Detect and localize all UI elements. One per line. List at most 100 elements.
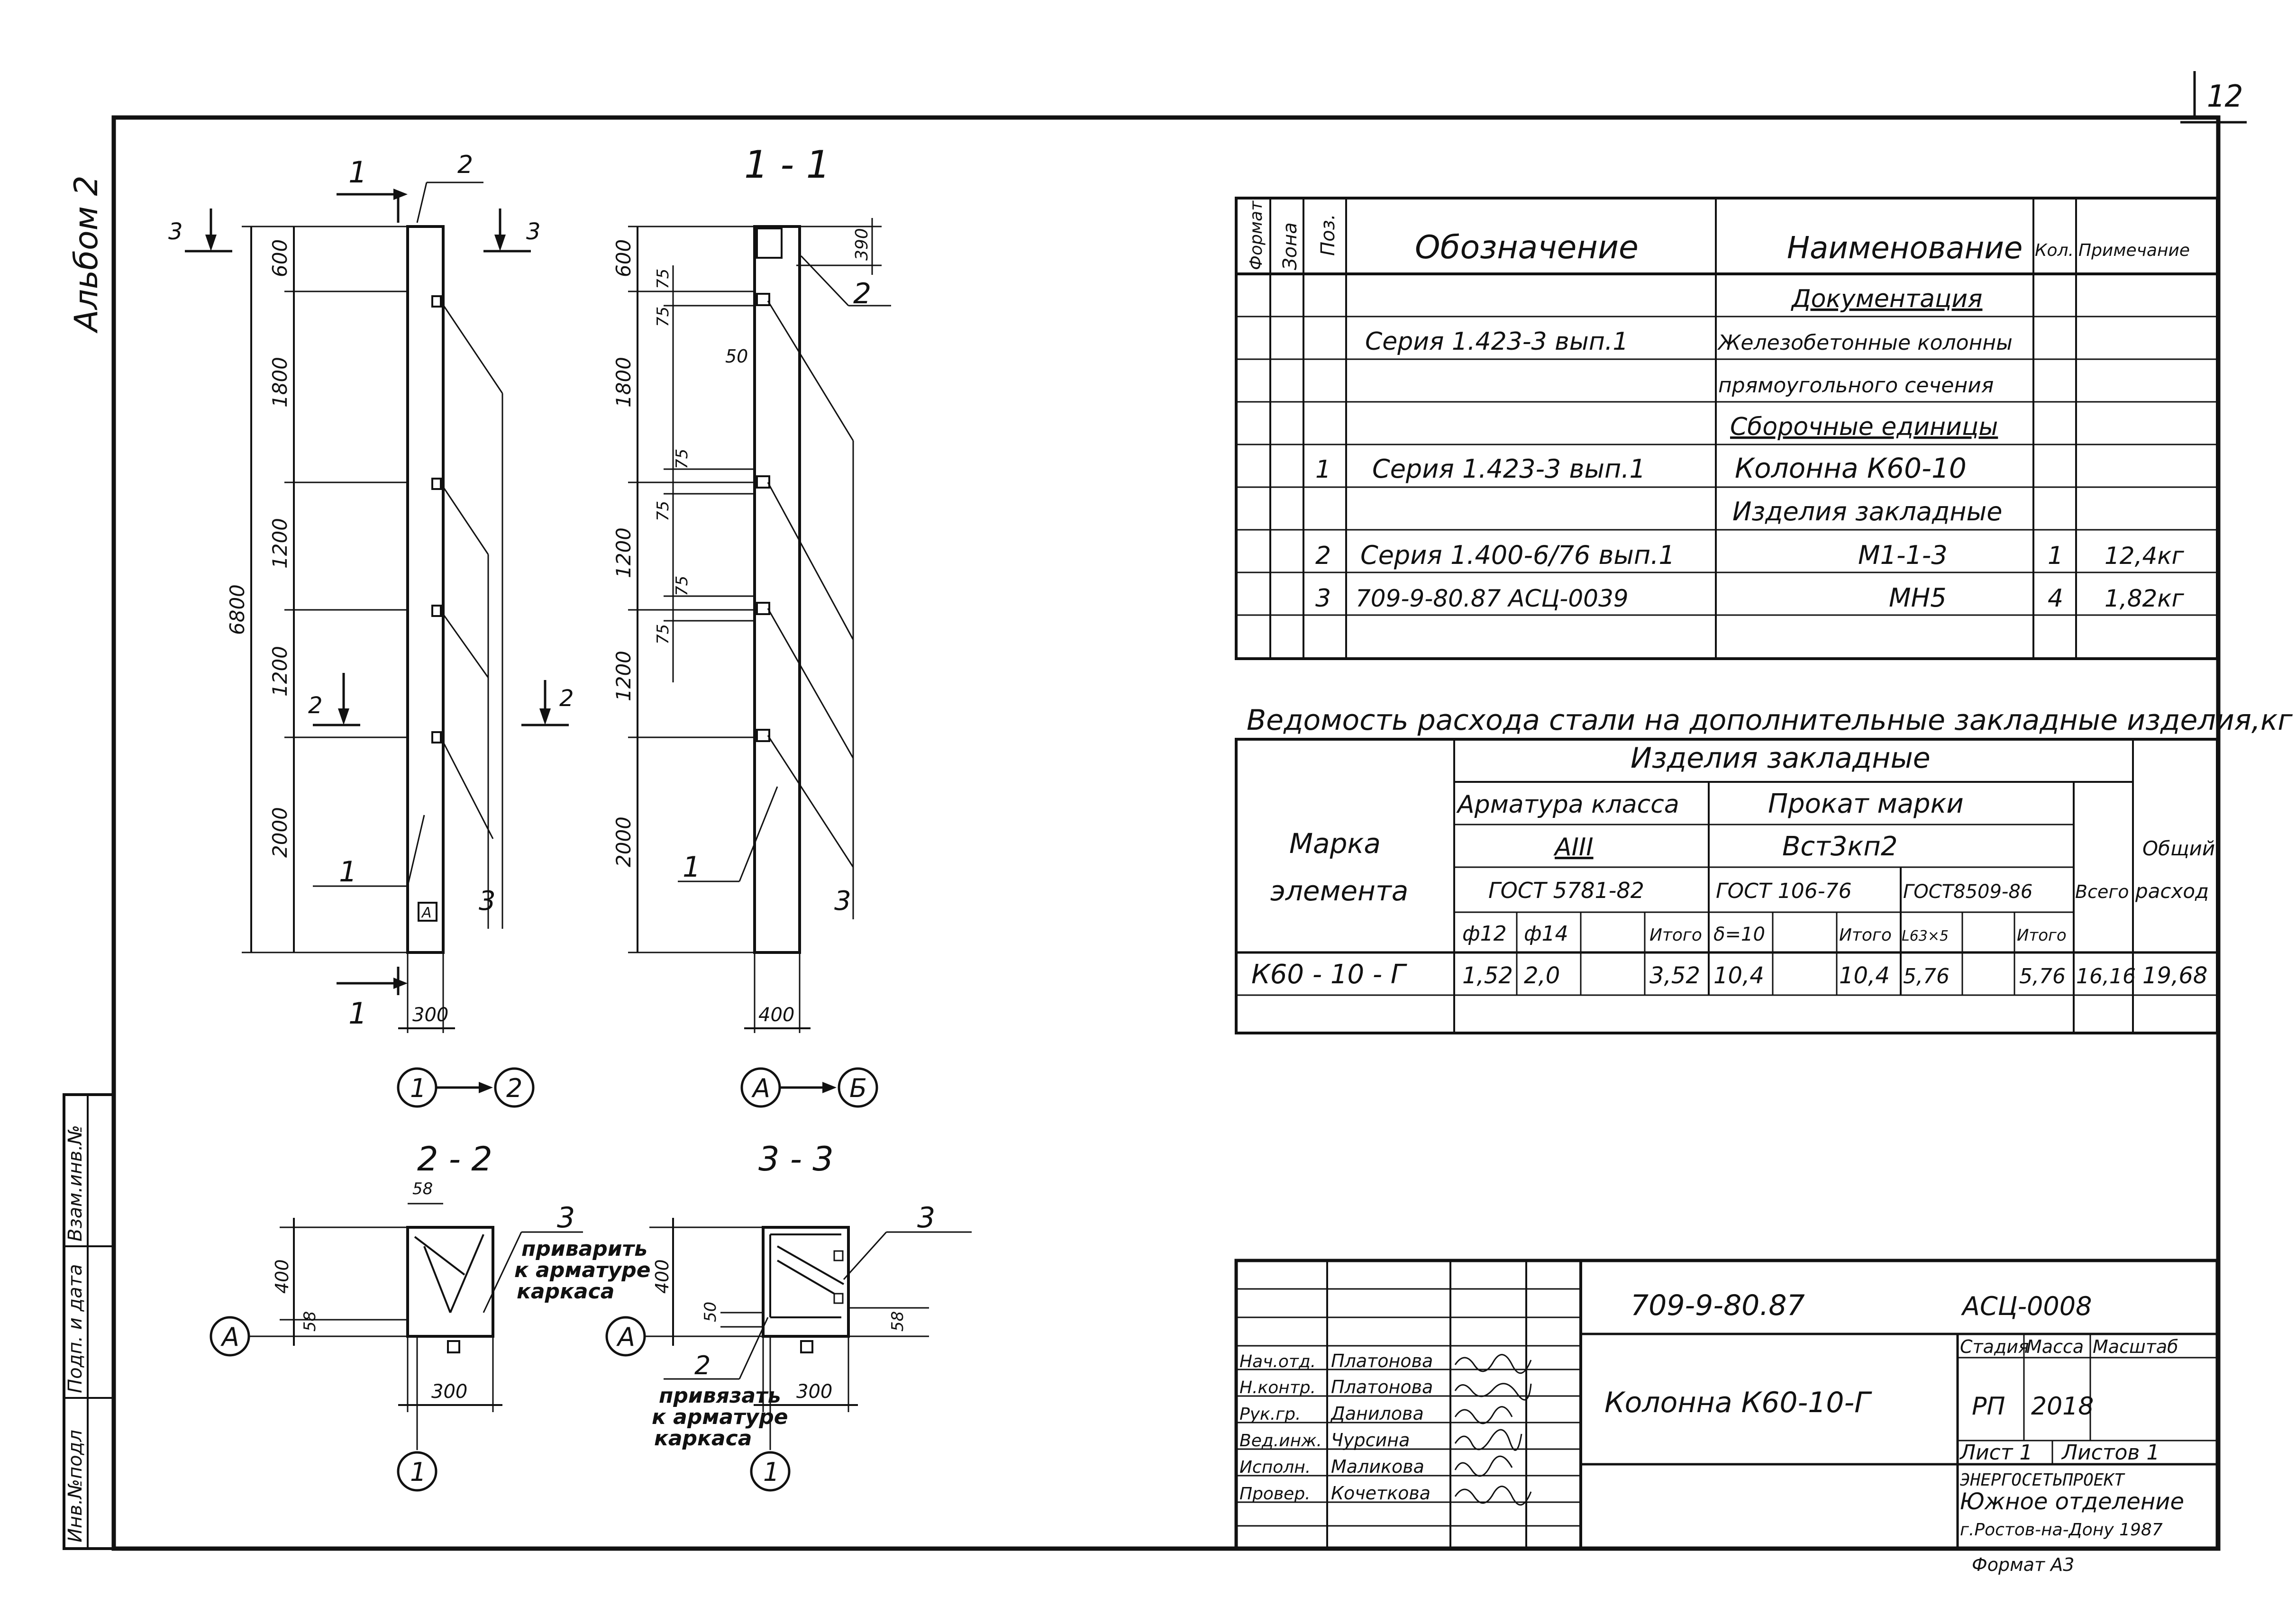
- front-dim-1200b: 1200: [268, 646, 292, 697]
- s11-dim-75c: 75: [673, 449, 692, 469]
- cut1-bottom: 1: [348, 996, 367, 1031]
- s22-note-3: каркаса: [517, 1279, 614, 1304]
- steel-v4: 10,4: [1713, 962, 1764, 989]
- s33-width: 300: [796, 1381, 832, 1403]
- spec-table: Формат Зона Поз. Обозначение Наименовани…: [1235, 197, 2219, 660]
- stamp-replace-label: Взам.инв.№: [64, 1125, 86, 1242]
- steel-v6: 10,4: [1839, 962, 1890, 989]
- steel-sub-f14: ф14: [1524, 922, 1568, 946]
- steel-armatura-gost: ГОСТ 5781-82: [1488, 878, 1644, 903]
- title-block: 709-9-80.87 АСЦ-0008 Колонна К60-10-Г Ст…: [1234, 1259, 2219, 1575]
- spec-r6-desig: Серия 1.400-6/76 вып.1: [1360, 540, 1675, 570]
- tb-person-4: Маликова: [1331, 1456, 1424, 1477]
- s11-pos2: 2: [853, 277, 871, 310]
- steel-prokat-mark: Вст3кп2: [1782, 831, 1898, 862]
- s33-pos2: 2: [694, 1351, 711, 1380]
- steel-sub-itogo1: Итого: [1649, 925, 1702, 945]
- s22-axis-1: 1: [410, 1457, 426, 1487]
- s11-width: 400: [758, 1004, 794, 1026]
- tb-person-5: Кочеткова: [1331, 1483, 1430, 1504]
- s11-dim-1800: 1800: [612, 357, 635, 408]
- front-view: А 600 1800 1200 1200 2000 6800 300 1 1: [168, 151, 574, 1108]
- steel-sub-itogo3: Итого: [2017, 926, 2067, 945]
- tb-sheet: Лист 1: [1959, 1441, 2032, 1465]
- steel-group: Изделия закладные: [1631, 742, 1931, 775]
- tb-role-3: Вед.инж.: [1239, 1431, 1322, 1451]
- s11-dim-75a: 75: [654, 269, 673, 289]
- stamp-sign-label: Подп. и дата: [64, 1264, 86, 1393]
- steel-armatura: Арматура класса: [1456, 790, 1679, 819]
- s33-dim-50: 50: [701, 1302, 720, 1322]
- s33-pos3: 3: [917, 1201, 935, 1234]
- s11-axis-a: А: [751, 1073, 770, 1103]
- tb-role-2: Рук.гр.: [1239, 1405, 1301, 1424]
- section-1-1: 1 - 1 600 1800 1200 1200 2000 75 75 75 7…: [612, 143, 891, 1108]
- spec-r5-name: Изделия закладные: [1732, 497, 2002, 526]
- spec-h-pos: Поз.: [1317, 214, 1339, 256]
- section-2-2: 2 - 2 400 58 58 300 3 приварить к армату…: [210, 1140, 651, 1492]
- front-width: 300: [412, 1004, 448, 1026]
- front-dim-1200a: 1200: [268, 518, 292, 569]
- s11-dim-75b: 75: [654, 307, 673, 327]
- signature-4: [1454, 1455, 1513, 1477]
- signature-1: [1454, 1383, 1532, 1401]
- s22-dim-58a: 58: [412, 1179, 433, 1198]
- steel-sub-d10: δ=10: [1713, 924, 1765, 945]
- spec-r7-pos: 3: [1315, 584, 1331, 613]
- steel-v11: 19,68: [2142, 962, 2207, 989]
- s22-pos3: 3: [557, 1201, 575, 1234]
- s11-axis-b: Б: [849, 1073, 867, 1103]
- tb-code: 709-9-80.87: [1631, 1289, 1805, 1322]
- s33-dim-58: 58: [888, 1311, 907, 1332]
- tb-name: Колонна К60-10-Г: [1604, 1386, 1872, 1419]
- spec-r6-pos: 2: [1315, 542, 1331, 570]
- steel-gost-b: ГОСТ8509-86: [1903, 881, 2032, 903]
- steel-v9: 5,76: [2019, 964, 2066, 988]
- s11-pos3: 3: [834, 886, 851, 916]
- s11-dim-600: 600: [612, 239, 635, 277]
- signature-5: [1454, 1486, 1532, 1506]
- steel-v7: 5,76: [1903, 964, 1950, 988]
- front-dim-total: 6800: [226, 584, 249, 635]
- steel-sub-f12: ф12: [1462, 922, 1507, 946]
- section-1-1-title: 1 - 1: [744, 143, 830, 187]
- s22-dim-58b: 58: [301, 1311, 319, 1332]
- steel-title: Ведомость расхода стали на дополнительны…: [1247, 704, 2293, 737]
- tb-scale-h: Масштаб: [2093, 1336, 2178, 1357]
- s11-dim-75e: 75: [673, 576, 692, 596]
- steel-v10: 16,16: [2076, 964, 2136, 988]
- steel-prokat: Прокат марки: [1768, 789, 1964, 819]
- s11-dim-1200b: 1200: [612, 651, 635, 701]
- tb-org-1: ЭНЕРГОСЕТЬПРОЕКТ: [1960, 1470, 2125, 1490]
- front-dim-1800: 1800: [268, 357, 292, 408]
- s11-dim-2000: 2000: [612, 816, 635, 867]
- tb-role-4: Исполн.: [1239, 1458, 1311, 1477]
- left-stamp: Инв.№подл Подп. и дата Взам.инв.№: [63, 1093, 115, 1550]
- s22-width: 300: [431, 1381, 467, 1403]
- tb-stage: РП: [1972, 1392, 2005, 1421]
- tb-org-3: г.Ростов-на-Дону 1987: [1960, 1520, 2163, 1540]
- spec-r6-name: М1-1-3: [1858, 540, 1948, 570]
- tb-stage-h: Стадия: [1960, 1336, 2029, 1357]
- cut3-left: 3: [168, 218, 183, 245]
- s33-note-3: каркаса: [654, 1426, 752, 1451]
- steel-mark-1: Марка: [1289, 827, 1381, 860]
- s33-dim-400: 400: [652, 1259, 673, 1294]
- tb-doc: АСЦ-0008: [1961, 1291, 2092, 1321]
- section-3-3-title: 3 - 3: [758, 1140, 834, 1179]
- tb-role-0: Нач.отд.: [1239, 1352, 1316, 1371]
- front-pos3: 3: [479, 886, 496, 916]
- steel-general-1: Общий: [2142, 837, 2215, 860]
- steel-v1: 2,0: [1524, 962, 1560, 989]
- front-dim-2000: 2000: [268, 807, 292, 858]
- front-axis-1: 1: [410, 1073, 426, 1103]
- s33-axis-1: 1: [763, 1457, 779, 1487]
- s22-axis-a: А: [220, 1322, 239, 1352]
- s33-note-1: привязать: [659, 1384, 781, 1408]
- spec-h-note: Примечание: [2078, 241, 2190, 260]
- spec-h-name: Наименование: [1787, 231, 2023, 266]
- signature-2: [1454, 1406, 1513, 1424]
- steel-v3: 3,52: [1649, 962, 1700, 989]
- tb-mass-h: Масса: [2026, 1336, 2084, 1357]
